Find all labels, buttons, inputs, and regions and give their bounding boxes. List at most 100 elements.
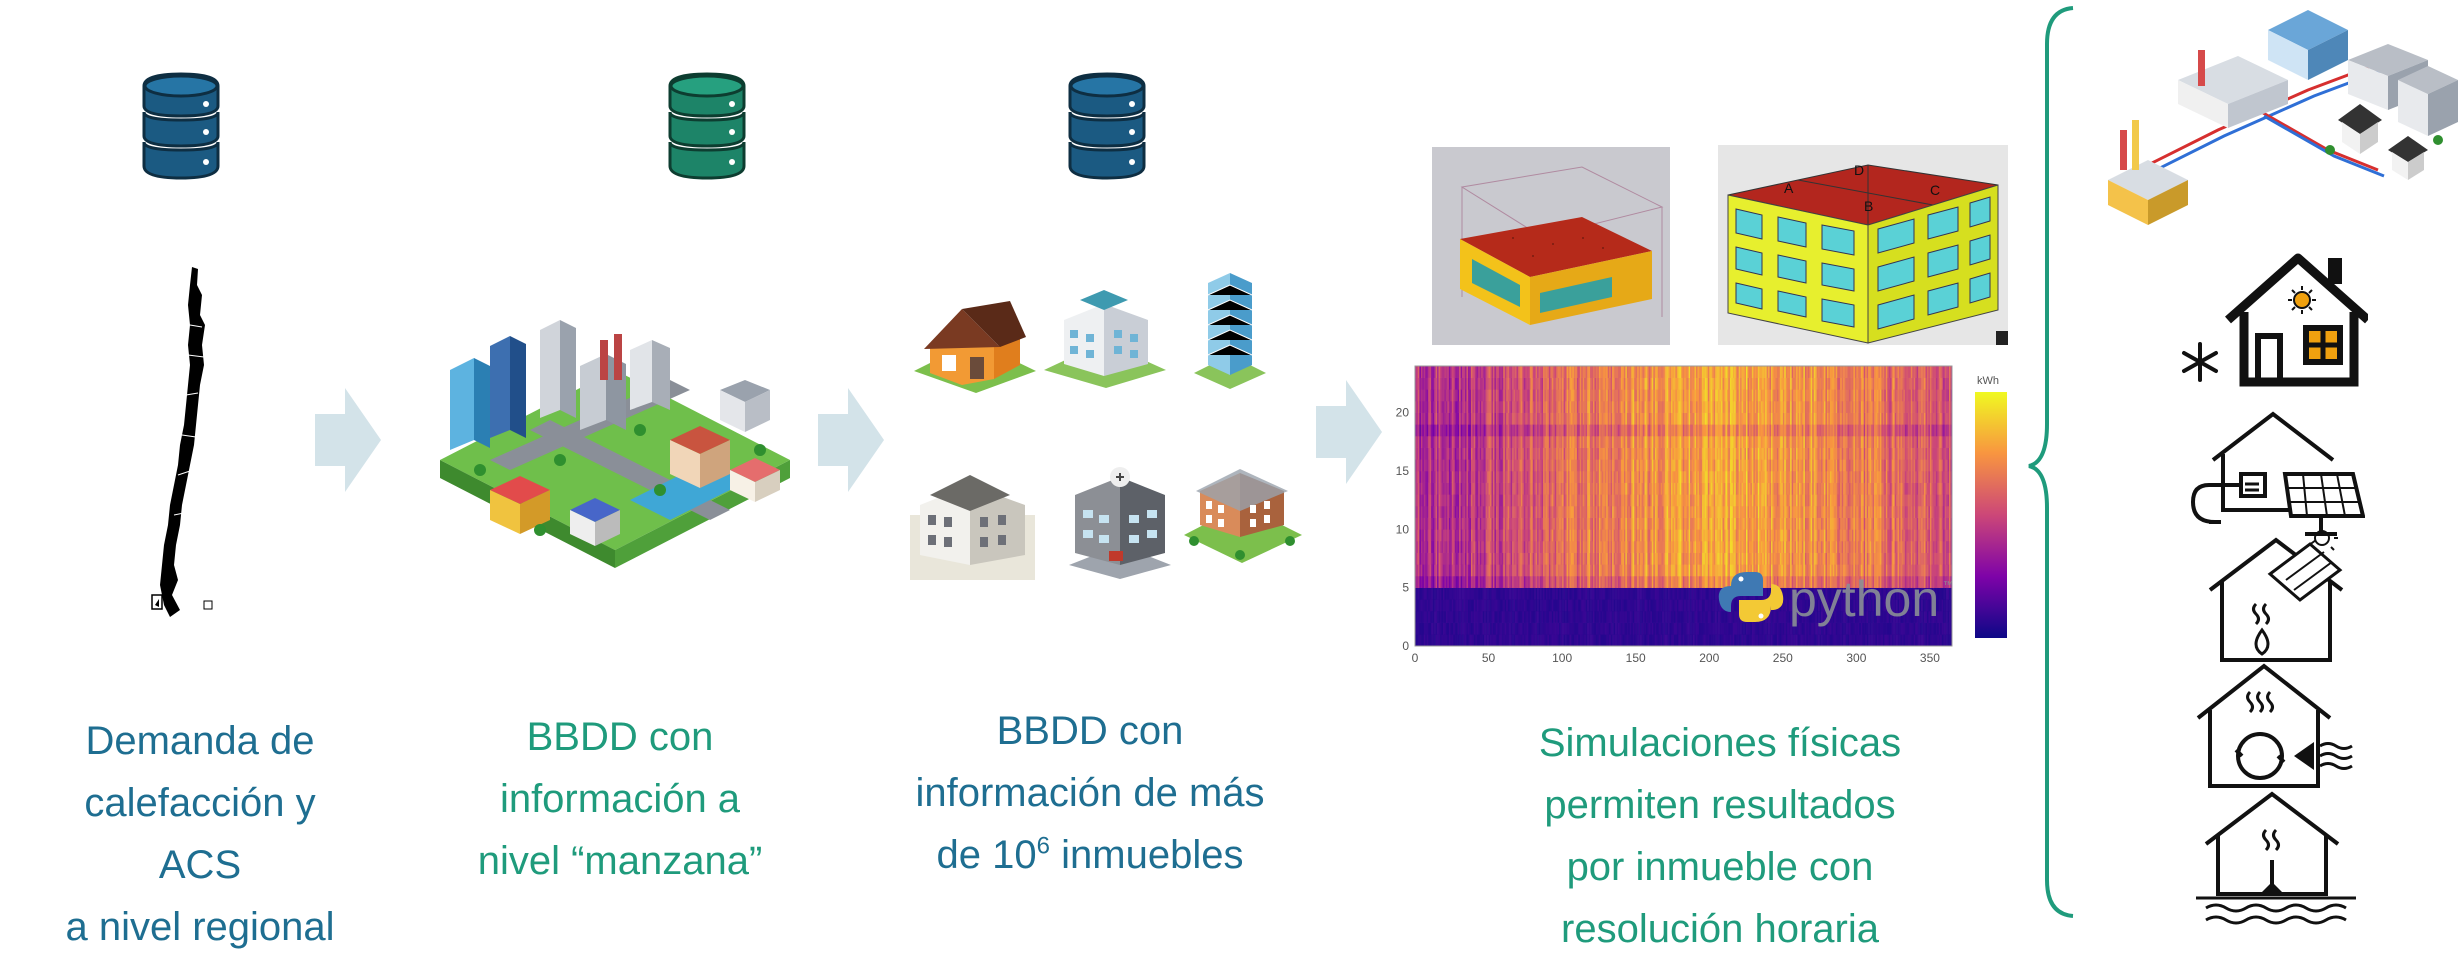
heatmap-cell (1434, 401, 1436, 413)
heatmap-cell (1437, 576, 1439, 588)
heatmap-cell (1659, 587, 1661, 600)
heatmap-cell (1494, 599, 1497, 612)
heatmap-cell (1487, 622, 1489, 635)
heatmap-cell (1629, 564, 1632, 577)
heatmap-cell (1594, 471, 1597, 483)
heatmap-cell (1554, 401, 1557, 413)
heatmap-cell (1525, 517, 1528, 530)
heatmap-cell (1434, 377, 1436, 390)
heatmap-cell (1466, 401, 1469, 413)
heatmap-cell (1520, 599, 1523, 612)
heatmap-cell (1669, 634, 1672, 647)
heatmap-cell (1668, 599, 1670, 612)
heatmap-cell (1638, 634, 1641, 647)
heatmap-cell (1517, 506, 1520, 518)
heatmap-cell (1416, 482, 1419, 495)
heatmap-cell (1423, 552, 1426, 565)
heatmap-cell (1620, 482, 1623, 495)
heatmap-cell (1529, 611, 1532, 623)
heatmap-cell (1613, 599, 1616, 612)
heatmap-cell (1457, 412, 1460, 425)
heatmap-cell (1632, 366, 1635, 378)
heatmap-cell (1545, 599, 1548, 612)
heatmap-cell (1467, 494, 1470, 507)
heatmap-cell (1503, 622, 1506, 635)
heatmap-cell (1417, 482, 1420, 495)
heatmap-cell (1440, 541, 1442, 553)
heatmap-cell (1678, 552, 1681, 565)
heatmap-cell (1507, 576, 1510, 588)
heatmap-cell (1437, 412, 1439, 425)
heatmap-cell (1613, 634, 1616, 647)
heatmap-cell (1444, 412, 1447, 425)
heatmap-cell (1448, 447, 1451, 460)
heatmap-cell (1587, 471, 1589, 483)
heatmap-cell (1606, 436, 1609, 448)
heatmap-cell (1465, 401, 1467, 413)
heatmap-cell (1448, 622, 1451, 635)
heatmap-cell (1479, 506, 1482, 518)
heatmap-cell (1676, 529, 1679, 542)
heatmap-cell (1445, 389, 1448, 402)
heatmap-cell (1475, 389, 1478, 402)
heatmap-cell (1426, 401, 1429, 413)
heatmap-cell (1637, 611, 1639, 623)
heatmap-cell (1637, 634, 1639, 647)
heatmap-cell (1629, 622, 1632, 635)
heatmap-cell (1516, 634, 1519, 647)
heatmap-cell (1647, 424, 1650, 437)
heatmap-cell (1448, 459, 1451, 472)
heatmap-cell (1415, 412, 1417, 425)
heatmap-cell (1576, 482, 1579, 495)
heatmap-cell (1437, 587, 1439, 600)
heatmap-cell (1550, 459, 1553, 472)
heatmap-cell (1638, 494, 1641, 507)
heatmap-cell (1585, 529, 1588, 542)
heatmap-cell (1672, 389, 1675, 402)
heatmap-cell (1565, 576, 1567, 588)
heatmap-cell (1568, 622, 1570, 635)
heatmap-cell (1663, 471, 1666, 483)
heatmap-cell (1423, 541, 1426, 553)
heatmap-cell (1457, 587, 1460, 600)
heatmap-cell (1644, 482, 1647, 495)
heatmap-cell (1670, 634, 1673, 647)
heatmap-cell (1492, 459, 1495, 472)
heatmap-cell (1618, 552, 1620, 565)
heatmap-cell (1523, 634, 1526, 647)
heatmap-cell (1432, 552, 1435, 565)
heatmap-cell (1590, 622, 1592, 635)
heatmap-cell (1454, 482, 1457, 495)
heatmap-cell (1506, 587, 1508, 600)
heatmap-cell (1481, 471, 1483, 483)
heatmap-cell (1535, 366, 1538, 378)
heatmap-cell (1472, 552, 1475, 565)
heatmap-cell (1559, 576, 1561, 588)
heatmap-cell (1428, 459, 1431, 472)
heatmap-cell (1469, 611, 1472, 623)
heatmap-cell (1538, 436, 1541, 448)
heatmap-cell (1416, 564, 1419, 577)
heatmap-cell (1445, 634, 1448, 647)
heatmap-cell (1573, 529, 1576, 542)
heatmap-cell (1641, 576, 1644, 588)
heatmap-cell (1648, 506, 1651, 518)
heatmap-cell (1576, 634, 1579, 647)
heatmap-cell (1657, 377, 1660, 390)
heatmap-cell (1419, 459, 1422, 472)
heatmap-cell (1565, 529, 1567, 542)
heatmap-cell (1650, 459, 1653, 472)
heatmap-cell (1566, 576, 1569, 588)
heatmap-cell (1597, 377, 1600, 390)
heatmap-cell (1653, 412, 1656, 425)
heatmap-cell (1654, 377, 1657, 390)
heatmap-cell (1643, 366, 1645, 378)
heatmap-cell (1444, 587, 1447, 600)
heatmap-cell (1540, 552, 1542, 565)
heatmap-cell (1641, 587, 1644, 600)
heatmap-cell (1529, 482, 1532, 495)
heatmap-cell (1594, 622, 1597, 635)
heatmap-cell (1604, 529, 1607, 542)
heatmap-cell (1609, 587, 1611, 600)
heatmap-cell (1504, 552, 1507, 565)
